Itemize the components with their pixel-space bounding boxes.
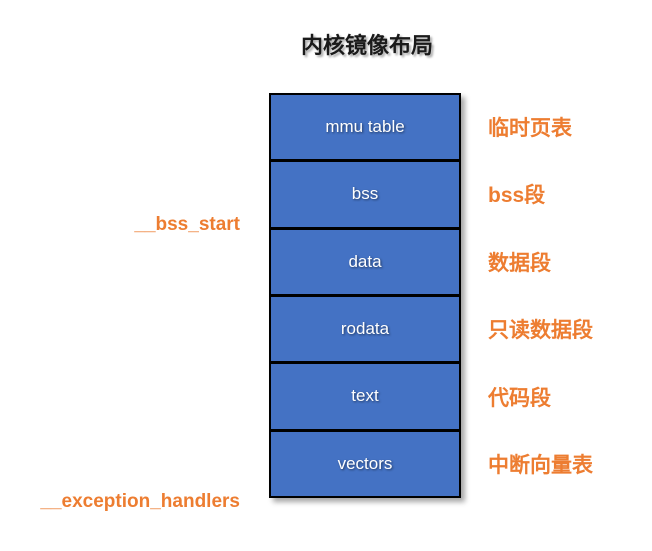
annotation-mmu-table: 临时页表: [488, 116, 572, 140]
annotation-rodata: 只读数据段: [488, 319, 593, 343]
segment-rodata: rodata: [271, 297, 459, 365]
segment-label-text: text: [351, 386, 379, 406]
diagram-title: 内核镜像布局: [300, 33, 434, 58]
annotation-data: 数据段: [488, 251, 551, 275]
memory-segment-stack: mmu table bss data rodata text vectors: [269, 93, 461, 498]
annotation-text: 代码段: [488, 386, 551, 410]
segment-label-mmu-table: mmu table: [325, 117, 405, 137]
annotation-vectors: 中断向量表: [488, 454, 593, 478]
segment-annotations: 临时页表 bss段 数据段 只读数据段 代码段 中断向量表: [488, 93, 593, 498]
segment-vectors: vectors: [271, 432, 459, 496]
annotation-bss: bss段: [488, 184, 546, 208]
marker-bss-start: __bss_start: [134, 214, 240, 235]
segment-label-data: data: [348, 251, 382, 271]
segment-label-rodata: rodata: [340, 319, 390, 339]
segment-data: data: [271, 230, 459, 297]
segment-label-vectors: vectors: [337, 453, 393, 473]
marker-exception-handlers: __exception_handlers: [40, 491, 240, 512]
segment-bss: bss: [271, 162, 459, 230]
segment-mmu-table: mmu table: [271, 95, 459, 163]
segment-label-bss: bss: [351, 184, 379, 204]
segment-text: text: [271, 364, 459, 432]
